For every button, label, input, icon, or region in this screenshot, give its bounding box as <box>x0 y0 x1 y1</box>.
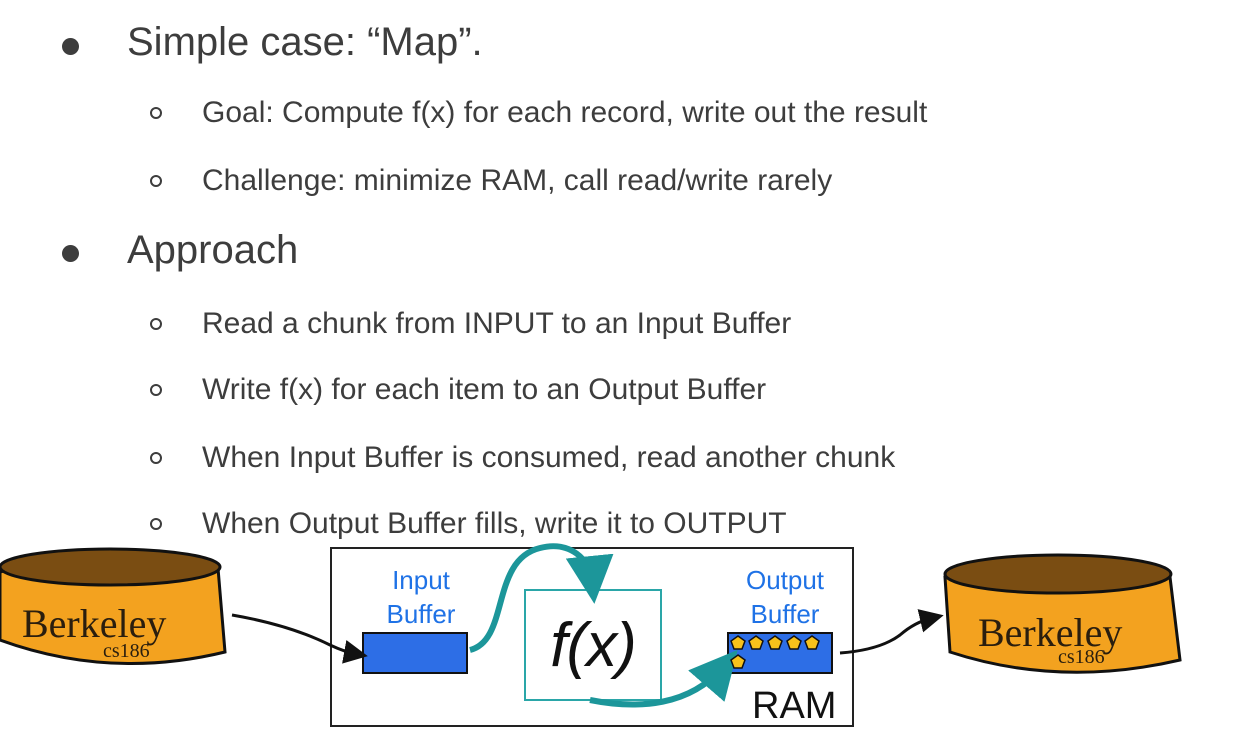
input-buffer-label: Input Buffer <box>362 563 480 631</box>
pentagon-token-icon <box>748 635 764 650</box>
function-label: f(x) <box>550 610 637 680</box>
left-drum-brand: Berkeley <box>22 601 167 646</box>
ram-label: RAM <box>752 685 837 727</box>
function-box: f(x) <box>524 589 662 701</box>
left-database-drum-icon <box>0 547 227 665</box>
output-buffer-label-line2: Buffer <box>750 599 820 629</box>
write-output-arrow <box>839 609 944 655</box>
bullet-circle-icon <box>150 518 162 530</box>
right-drum-sub: cs186 <box>1058 646 1105 668</box>
output-buffer-label-line1: Output <box>745 565 825 595</box>
right-drum-brand: Berkeley <box>978 610 1123 655</box>
sub-bullet-challenge: Challenge: minimize RAM, call read/write… <box>202 164 833 197</box>
input-buffer <box>362 632 468 674</box>
bullet-approach: Approach <box>127 228 299 272</box>
left-drum-sub: cs186 <box>103 640 150 662</box>
bullet-simple-case: Simple case: “Map”. <box>127 20 483 64</box>
sub-bullet-output-fills: When Output Buffer fills, write it to OU… <box>202 507 787 540</box>
sub-bullet-read-chunk: Read a chunk from INPUT to an Input Buff… <box>202 307 792 340</box>
read-input-arrow <box>231 613 368 664</box>
pentagon-token-icon <box>730 635 746 650</box>
pentagon-token-icon <box>786 635 802 650</box>
bullet-circle-icon <box>150 452 162 464</box>
pentagon-token-icon <box>804 635 820 650</box>
input-to-function-arrow <box>468 543 614 653</box>
bullet-circle-icon <box>150 318 162 330</box>
input-buffer-label-line2: Buffer <box>386 599 456 629</box>
pentagon-token-icon <box>767 635 783 650</box>
input-buffer-label-line1: Input <box>392 565 450 595</box>
bullet-circle-icon <box>150 107 162 119</box>
bullet-dot-icon <box>62 38 79 55</box>
sub-bullet-goal: Goal: Compute f(x) for each record, writ… <box>202 96 928 129</box>
output-buffer-label: Output Buffer <box>726 563 844 631</box>
sub-bullet-write-fx: Write f(x) for each item to an Output Bu… <box>202 373 767 406</box>
sub-bullet-input-consumed: When Input Buffer is consumed, read anot… <box>202 441 896 474</box>
bullet-circle-icon <box>150 175 162 187</box>
bullet-dot-icon <box>62 245 79 262</box>
function-to-output-arrow <box>589 649 738 708</box>
right-database-drum-icon <box>943 553 1182 674</box>
bullet-circle-icon <box>150 384 162 396</box>
output-tokens <box>730 635 820 669</box>
pentagon-token-icon <box>730 654 746 669</box>
